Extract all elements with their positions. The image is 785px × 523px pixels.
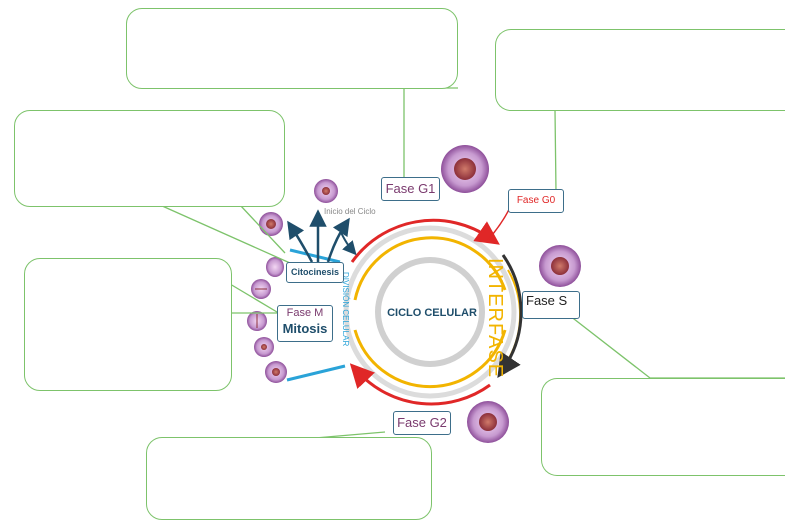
blue-line-top [289,248,341,264]
cell-icon [467,401,509,443]
cell-icon [314,179,338,203]
label-fase-g1: Fase G1 [381,177,440,201]
label-fase-g0: Fase G0 [508,189,564,213]
interfase-label: INTERFASE [484,258,506,378]
cell-icon [251,279,271,299]
cell-icon [259,212,283,236]
cell-icon [247,311,267,331]
cyto-arrow-3 [326,217,350,263]
blue-line-bottom [286,364,346,382]
label-fase-s-text: Fase S [526,293,568,308]
cyto-arrow-2 [287,220,314,263]
label-fase-g2-text: Fase G2 [397,415,447,430]
callout-box-g0 [495,29,785,111]
label-fase-g2: Fase G2 [393,411,451,435]
cyto-arrow-4 [337,225,357,256]
outer-ring [343,225,517,399]
center-title: CICLO CELULAR [387,307,477,319]
label-fase-g1-text: Fase G1 [385,181,436,196]
cell-icon [539,245,581,287]
dark-arc-right [497,254,523,378]
label-citocinesis: Citocinesis [286,262,344,283]
callout-box-g2 [146,437,432,520]
red-arc-top [350,218,500,263]
division-label: DIVISIÓN CELULAR [341,272,350,346]
cell-icon [441,145,489,193]
label-citocinesis-text: Citocinesis [290,267,339,277]
label-fase-m-text: Fase M [286,307,324,319]
yellow-arc-top [353,236,507,301]
connector-cito-2 [239,204,286,254]
yellow-arc-bottom [353,329,507,389]
red-arc-bottom [349,363,491,406]
connector-m-2 [229,283,283,316]
label-fase-s: Fase S [522,291,580,319]
callout-box-m [24,258,232,391]
cell-icon [254,337,274,357]
callout-box-g1 [126,8,458,89]
label-mitosis-text: Mitosis [282,321,328,336]
callout-box-s [541,378,785,476]
label-fase-g0-text: Fase G0 [516,195,556,206]
connector-g0 [554,109,620,193]
inner-ring [375,257,485,367]
callout-box-cito [14,110,285,207]
connector-cito [159,204,291,264]
label-fase-m: Fase M Mitosis [277,305,333,342]
cell-icon [265,361,287,383]
connector-s [564,311,785,379]
cell-icon [266,257,284,277]
inicio-label: Inicio del Ciclo [324,207,376,216]
